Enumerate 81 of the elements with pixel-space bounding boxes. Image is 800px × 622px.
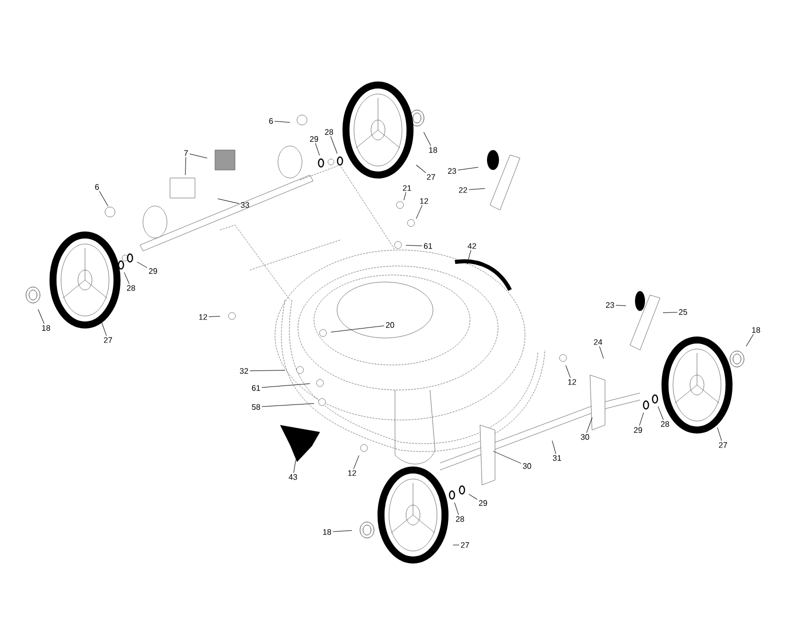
leader-line: [639, 412, 644, 426]
callout-number: 43: [288, 474, 298, 480]
leader-line: [208, 316, 220, 318]
leader-line: [330, 325, 384, 332]
leader-line: [99, 190, 108, 206]
leader-line: [717, 427, 722, 442]
leader-line: [332, 530, 352, 532]
callout-number: 61: [252, 385, 260, 391]
callout-number: 23: [448, 168, 456, 174]
leader-line: [404, 192, 406, 200]
leader-line: [330, 136, 338, 154]
leader-line: [262, 403, 314, 407]
callout-number: 18: [323, 529, 332, 535]
leader-line: [38, 309, 44, 324]
callout-number: 25: [678, 309, 688, 315]
callout-number: 20: [386, 322, 394, 328]
callout-number: 30: [580, 434, 590, 440]
callout-number: 21: [402, 185, 412, 191]
callout-number: 18: [429, 147, 438, 153]
callout-number: 31: [552, 455, 562, 461]
leader-line: [315, 142, 320, 156]
callout-number: 58: [252, 404, 260, 410]
callout-number: 29: [310, 136, 318, 142]
callout-number: 23: [606, 302, 614, 308]
leader-line: [493, 450, 522, 464]
leader-line: [746, 334, 754, 346]
leader-line: [353, 455, 360, 470]
leader-line: [262, 383, 310, 388]
callout-number: 27: [460, 542, 470, 548]
leader-line: [124, 272, 130, 284]
leader-line: [454, 502, 459, 516]
leader-line: [293, 460, 296, 474]
leader-line: [599, 346, 604, 359]
callout-number: 33: [240, 202, 250, 208]
leader-line: [423, 132, 432, 146]
callout-number: 42: [468, 243, 476, 249]
callout-number: 28: [324, 129, 334, 135]
callout-number: 28: [660, 421, 670, 427]
leader-line: [250, 370, 286, 372]
callout-number: 28: [456, 516, 464, 522]
leader-line: [552, 440, 556, 454]
leader-line: [662, 312, 678, 313]
leader-line: [468, 494, 478, 500]
callout-number: 12: [348, 470, 356, 476]
leader-line: [136, 262, 148, 268]
leader-line: [274, 121, 290, 123]
callout-number: 27: [718, 442, 728, 448]
callout-number: 28: [126, 285, 136, 291]
callout-number: 7: [184, 150, 188, 156]
leader-line: [218, 198, 240, 204]
leader-line: [416, 164, 426, 174]
callout-number: 29: [634, 427, 642, 433]
callout-number: 12: [420, 198, 428, 204]
leader-line: [586, 417, 592, 434]
callout-number: 12: [568, 379, 576, 385]
leader-line: [185, 156, 186, 176]
callout-number: 6: [269, 118, 273, 124]
callout-number: 29: [478, 500, 488, 506]
callout-number: 29: [148, 268, 158, 274]
leader-line: [416, 204, 422, 219]
callout-number: 6: [95, 184, 99, 190]
leader-line: [566, 365, 571, 378]
leader-line: [466, 250, 472, 265]
leader-line: [616, 305, 626, 306]
leader-line: [658, 406, 664, 420]
callout-number: 27: [104, 337, 112, 343]
callout-number: 12: [199, 314, 208, 320]
leader-line: [101, 322, 107, 336]
callout-number: 18: [42, 325, 50, 331]
leader-line: [406, 245, 422, 246]
leader-line: [468, 188, 486, 190]
callout-number: 24: [594, 339, 602, 345]
callout-number: 30: [522, 463, 532, 469]
callout-number: 32: [240, 368, 248, 374]
leader-line: [189, 154, 208, 158]
callout-number: 61: [424, 243, 432, 249]
leader-line: [452, 544, 460, 546]
callout-number: 22: [458, 187, 468, 193]
callout-number: 18: [752, 327, 760, 333]
callout-number: 27: [426, 174, 436, 180]
leader-line: [458, 166, 478, 170]
